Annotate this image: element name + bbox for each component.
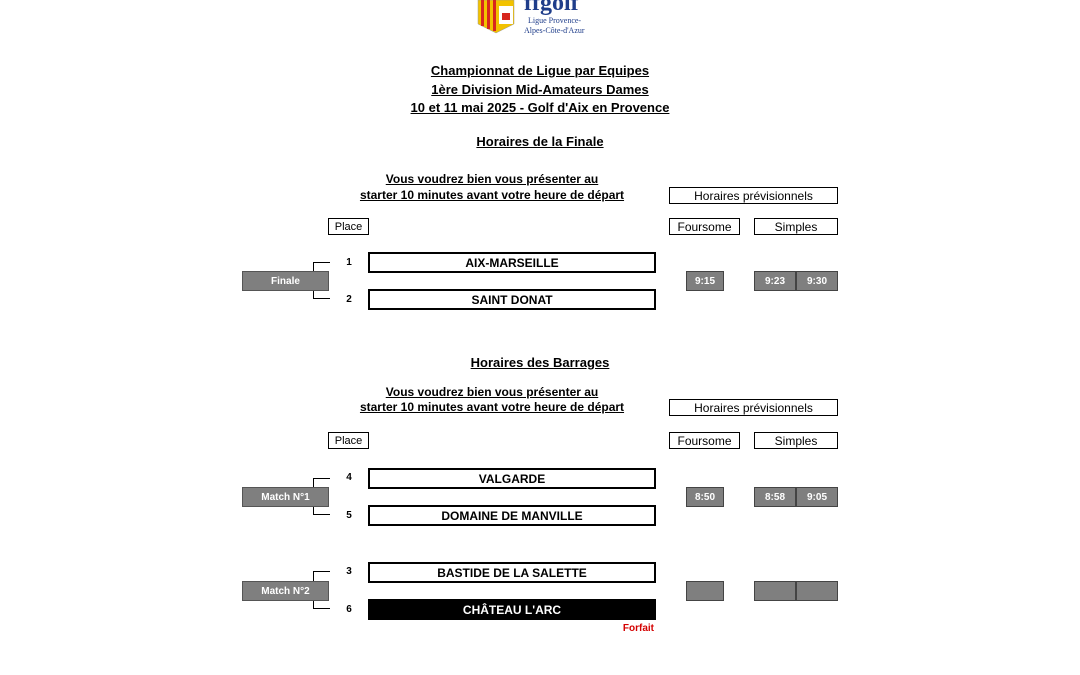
match1-simples-time-1: 8:58 xyxy=(754,487,796,507)
logo-subtitle-2: Alpes-Côte-d'Azur xyxy=(524,26,585,35)
finale-notice-2: starter 10 minutes avant votre heure de … xyxy=(359,188,625,202)
logo-subtitle-1: Ligue Provence- xyxy=(528,16,582,25)
finale-place-1: 1 xyxy=(346,257,352,268)
match1-simples-time-2: 9:05 xyxy=(796,487,838,507)
finale-place-2: 2 xyxy=(346,294,352,305)
finale-simples-time-2: 9:30 xyxy=(796,271,838,291)
finale-notice-1: Vous voudrez bien vous présenter au xyxy=(385,172,599,186)
match1-place-2: 5 xyxy=(346,510,352,521)
barrages-notice-1: Vous voudrez bien vous présenter au xyxy=(385,385,599,399)
finale-previsionnels-box: Horaires prévisionnels xyxy=(669,187,838,204)
barrages-foursome-label: Foursome xyxy=(669,432,740,449)
barrages-previsionnels-box: Horaires prévisionnels xyxy=(669,399,838,416)
match1-team-2: DOMAINE DE MANVILLE xyxy=(368,505,656,526)
provence-flag-shield-icon xyxy=(477,0,515,34)
match1-team-1: VALGARDE xyxy=(368,468,656,489)
finale-match-label: Finale xyxy=(242,271,329,291)
match2-team-2: CHÂTEAU L'ARC xyxy=(368,599,656,620)
finale-place-label: Place xyxy=(328,218,369,235)
match1-foursome-time: 8:50 xyxy=(686,487,724,507)
barrages-place-label: Place xyxy=(328,432,369,449)
ligue-logo: ffgolf Ligue Provence- Alpes-Côte-d'Azur xyxy=(476,0,606,38)
title-line-2: 1ère Division Mid-Amateurs Dames xyxy=(431,82,649,97)
forfait-label: Forfait xyxy=(622,623,654,634)
barrages-notice-2: starter 10 minutes avant votre heure de … xyxy=(359,400,625,414)
finale-foursome-time: 9:15 xyxy=(686,271,724,291)
match2-place-1: 3 xyxy=(346,566,352,577)
match2-team-1: BASTIDE DE LA SALETTE xyxy=(368,562,656,583)
match2-label: Match N°2 xyxy=(242,581,329,601)
match1-label: Match N°1 xyxy=(242,487,329,507)
title-line-1: Championnat de Ligue par Equipes xyxy=(430,63,650,78)
match2-simples-time-1 xyxy=(754,581,796,601)
title-line-3: 10 et 11 mai 2025 - Golf d'Aix en Proven… xyxy=(410,100,670,115)
finale-foursome-label: Foursome xyxy=(669,218,740,235)
logo-brand-text: ffgolf xyxy=(524,0,579,16)
finale-team-2: SAINT DONAT xyxy=(368,289,656,310)
finale-team-1: AIX-MARSEILLE xyxy=(368,252,656,273)
match2-simples-time-2 xyxy=(796,581,838,601)
match2-place-2: 6 xyxy=(346,604,352,615)
finale-simples-time-1: 9:23 xyxy=(754,271,796,291)
match2-foursome-time xyxy=(686,581,724,601)
match1-place-1: 4 xyxy=(346,472,352,483)
barrages-simples-label: Simples xyxy=(754,432,838,449)
barrages-heading: Horaires des Barrages xyxy=(470,355,610,370)
finale-heading: Horaires de la Finale xyxy=(476,134,604,149)
finale-simples-label: Simples xyxy=(754,218,838,235)
